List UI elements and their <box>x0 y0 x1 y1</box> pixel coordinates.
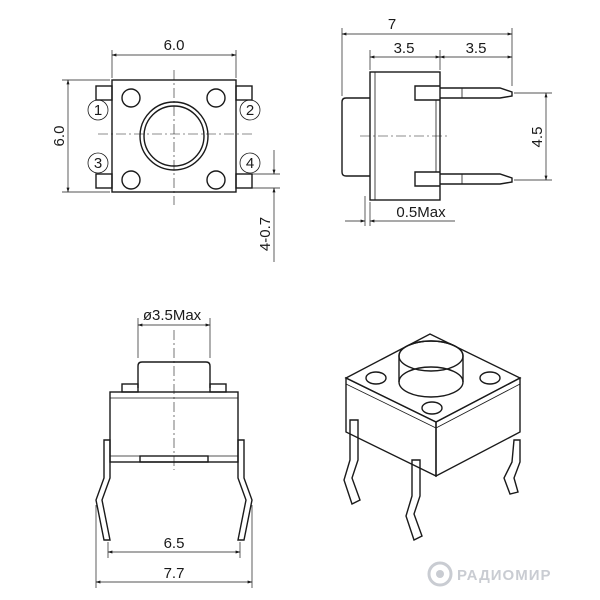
front-shoulder-right <box>209 383 227 393</box>
side-leg-top-base <box>414 85 440 101</box>
iso-top-face <box>344 333 522 423</box>
pin-4-marker <box>239 152 261 174</box>
pin-1-marker <box>87 99 109 121</box>
front-base-tab <box>139 455 209 463</box>
dimple-bottom-left <box>121 170 141 190</box>
front-inner-label: 6.5 <box>164 535 185 552</box>
iso-dimple-left <box>365 371 387 385</box>
pin-4-label: 4 <box>246 155 254 172</box>
iso-right-edge <box>435 383 521 429</box>
side-body-label: 3.5 <box>394 40 415 57</box>
front-leg-left <box>95 439 111 541</box>
iso-left-edge <box>345 383 437 429</box>
side-view: 7 3.5 3.5 4.5 0.5Max <box>341 16 552 226</box>
watermark-logo-icon <box>427 561 453 587</box>
side-leg-top <box>440 87 513 99</box>
pin-width-label: 4-0.7 <box>257 217 274 251</box>
side-spacing-label: 4.5 <box>529 127 546 148</box>
pin-2-label: 2 <box>246 102 254 119</box>
iso-plunger-side <box>398 340 464 382</box>
pin-3-marker <box>87 152 109 174</box>
top-width-label: 6.0 <box>164 37 185 54</box>
pin-1-label: 1 <box>94 102 102 119</box>
iso-dimple-front <box>421 401 443 415</box>
dimple-top-right <box>206 88 226 108</box>
terminal-1 <box>95 85 113 101</box>
iso-right-face <box>435 376 521 478</box>
pin-3-label: 3 <box>94 155 102 172</box>
iso-leg-back-left <box>343 419 361 505</box>
side-total-label: 7 <box>388 16 396 33</box>
isometric-view <box>343 333 522 541</box>
plunger-outer <box>139 101 209 171</box>
top-view: 1 2 3 4 6.0 6.0 4-0.7 <box>51 37 280 262</box>
iso-leg-front-left <box>405 459 423 541</box>
dimple-top-left <box>121 88 141 108</box>
side-leg-bottom <box>440 173 513 185</box>
front-diameter-label: ø3.5Max <box>143 307 202 324</box>
side-plunger <box>341 97 370 177</box>
terminal-3 <box>95 173 113 189</box>
top-height-label: 6.0 <box>51 126 68 147</box>
plunger-inner <box>143 105 205 167</box>
terminal-2 <box>235 85 253 101</box>
watermark: РАДИОМИР <box>427 561 552 587</box>
terminal-4 <box>235 173 253 189</box>
side-leg-label: 3.5 <box>466 40 487 57</box>
front-outer-label: 7.7 <box>164 565 185 582</box>
front-view: ø3.5Max 6.5 7.7 <box>95 307 253 588</box>
iso-leg-right <box>503 439 521 495</box>
iso-left-face <box>345 376 437 478</box>
iso-dimple-right <box>479 371 501 385</box>
front-leg-right <box>237 439 253 541</box>
watermark-text: РАДИОМИР <box>457 567 552 584</box>
pin-2-marker <box>239 99 261 121</box>
side-leg-bottom-base <box>414 171 440 187</box>
front-shoulder-left <box>121 383 139 393</box>
dimple-bottom-right <box>206 170 226 190</box>
watermark-logo-dot <box>436 570 444 578</box>
side-standoff-label: 0.5Max <box>396 204 446 221</box>
iso-plunger-top <box>398 340 464 372</box>
